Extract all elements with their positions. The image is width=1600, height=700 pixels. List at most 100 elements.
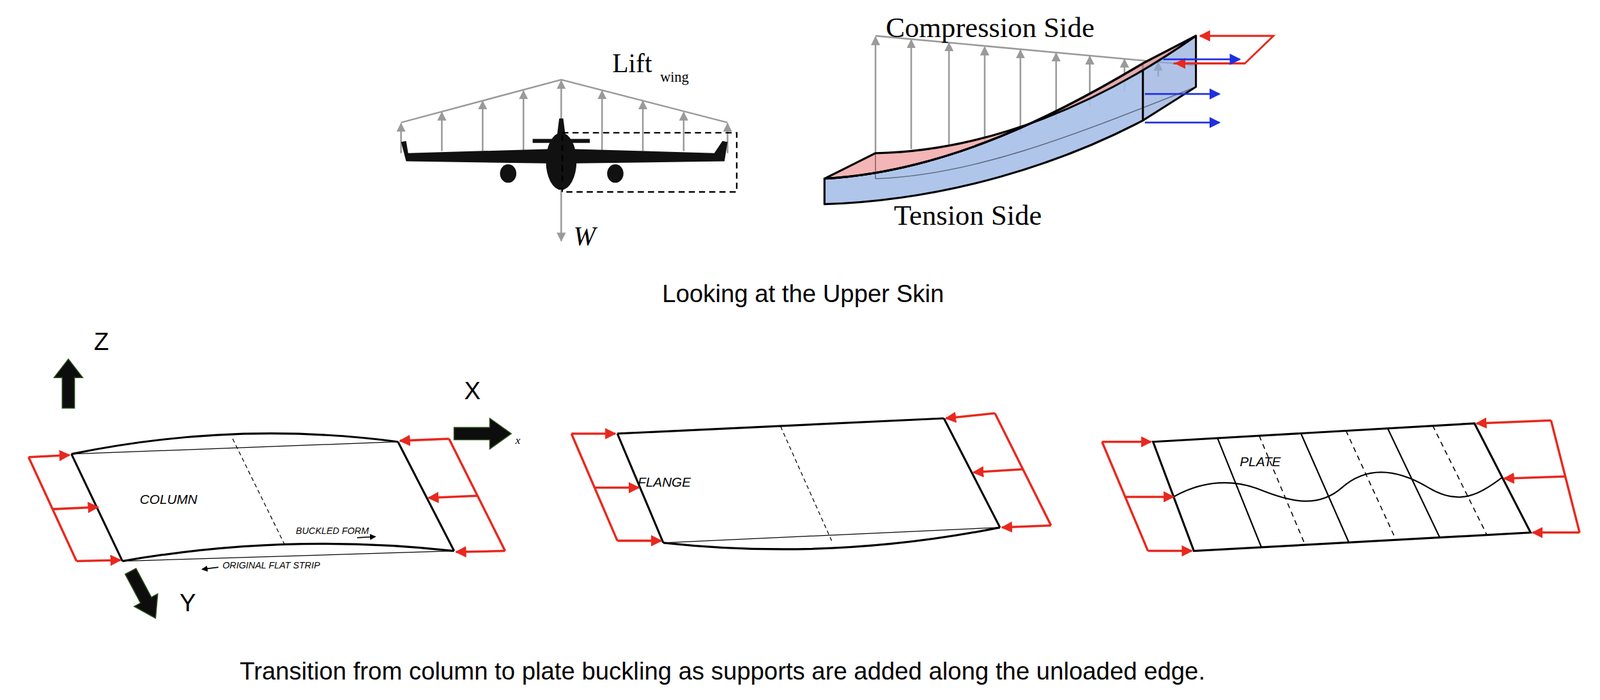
aircraft-silhouette (500, 164, 517, 183)
axis-arrows (54, 359, 512, 625)
lift-distribution (400, 123, 402, 153)
wing-lift-arrows (1019, 50, 1022, 133)
part-label: BUCKLED FORM (295, 526, 369, 537)
load-arrows (1476, 420, 1552, 424)
subscript-label: wing (660, 69, 689, 86)
axis-label: Z (93, 328, 109, 356)
lift-distribution (726, 123, 729, 153)
aircraft-silhouette (401, 118, 728, 190)
load-arrows (945, 413, 995, 419)
column-strip (71, 433, 399, 455)
column-strip (201, 567, 219, 570)
load-arrows (28, 438, 506, 562)
column-strip (357, 536, 376, 539)
column-strip (122, 551, 455, 562)
load-arrows (428, 495, 478, 498)
load-arrows (617, 539, 662, 543)
lift-distribution (601, 90, 604, 151)
plate-strip (1345, 430, 1396, 540)
load-arrows (994, 413, 1052, 526)
flange-strip (663, 527, 1000, 550)
flange-strip (780, 426, 832, 542)
part-label: COLUMN (139, 492, 198, 508)
plate-strip (1432, 425, 1487, 535)
part-label: FLANGE (637, 475, 691, 491)
load-arrows (571, 432, 616, 436)
load-arrows (1102, 420, 1580, 551)
load-arrows (1102, 440, 1152, 444)
part-label: ORIGINAL FLAT STRIP (222, 561, 321, 572)
wing-beam (875, 86, 1196, 179)
side-label: Tension Side (893, 200, 1043, 232)
wing-lift-arrows (910, 40, 913, 150)
figure-caption: Transition from column to plate buckling… (239, 658, 1206, 685)
wing-beam (824, 63, 1143, 179)
lift-distribution (440, 112, 443, 152)
axis-arrows (118, 565, 168, 625)
axis-arrows (118, 565, 168, 625)
wing-lift-arrows (984, 47, 986, 142)
load-arrows (594, 486, 639, 490)
load-arrows (973, 469, 1023, 473)
plate-strip (1259, 435, 1306, 546)
plate-strip (1387, 428, 1440, 539)
part-label: PLATE (1239, 454, 1281, 470)
lift-distribution (401, 79, 728, 123)
wing-beam (824, 35, 1196, 179)
load-arrows (1504, 476, 1566, 479)
load-arrows (1124, 495, 1174, 499)
plate-strip (1153, 423, 1531, 552)
load-arrows (28, 454, 70, 457)
plate-strip (1217, 437, 1262, 547)
axis-label: X (464, 377, 482, 405)
load-arrows (456, 551, 506, 553)
compression-arrows (1200, 35, 1274, 38)
lift-distribution (401, 79, 728, 154)
flange-strip (617, 418, 1000, 550)
compression-arrows (1175, 62, 1246, 65)
weight-arrow (560, 189, 563, 241)
flange-strip (617, 418, 944, 434)
aircraft-silhouette (607, 164, 624, 183)
tension-arrows (1145, 121, 1220, 124)
axis-label: x (515, 434, 521, 447)
load-arrows (1001, 525, 1052, 528)
column-strip (232, 438, 286, 547)
plate-strip (1153, 423, 1531, 552)
load-arrows (400, 438, 450, 441)
tension-arrows (1163, 58, 1241, 61)
tension-arrows (1145, 59, 1241, 123)
wing-beam (824, 63, 1143, 204)
dashed-wing-box (562, 132, 737, 193)
weight-arrow (560, 189, 563, 241)
section-heading: Looking at the Upper Skin (661, 280, 944, 308)
axis-arrows (54, 359, 84, 409)
load-arrows (1148, 550, 1193, 553)
side-label: Compression Side (885, 12, 1095, 44)
load-arrows (76, 560, 121, 562)
aircraft-silhouette (532, 138, 590, 143)
column-strip (71, 433, 455, 570)
load-label: Lift (612, 49, 652, 79)
lift-distribution (481, 100, 484, 151)
flange-strip (943, 418, 1000, 528)
lift-distribution (683, 112, 685, 152)
tension-arrows (1145, 93, 1220, 96)
column-strip (71, 442, 399, 455)
load-arrows (571, 413, 1052, 542)
load-arrows (53, 507, 98, 510)
lift-distribution (522, 90, 525, 151)
axis-arrows (454, 418, 512, 450)
lift-distribution (642, 100, 645, 151)
dashed-wing-box (562, 132, 737, 193)
wing-lift-arrows (874, 37, 877, 154)
plate-strip (1173, 472, 1502, 502)
weight-label: W (573, 222, 596, 252)
load-arrows (1532, 531, 1580, 535)
axis-label: Y (179, 589, 197, 617)
wing-lift-arrows (948, 42, 951, 146)
column-strip (122, 543, 455, 562)
